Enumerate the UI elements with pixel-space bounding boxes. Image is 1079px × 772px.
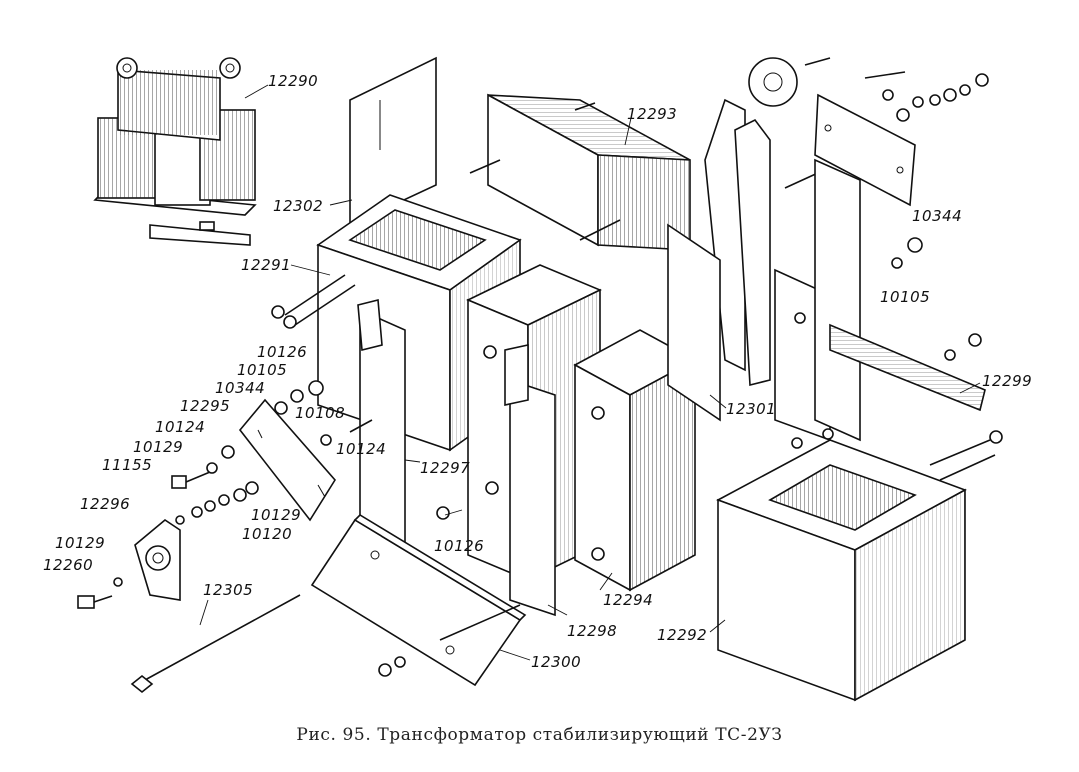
bracket-12298	[504, 344, 556, 617]
side-plate-12295	[238, 398, 336, 522]
label-12294: 12294	[603, 591, 654, 609]
label-10105-top: 10105	[237, 361, 288, 379]
label-10120: 10120	[242, 525, 293, 543]
label-10344-right: 10344	[912, 207, 963, 225]
label-10344-top: 10344	[215, 379, 266, 397]
label-12297: 12297	[420, 459, 471, 477]
label-10105-right: 10105	[880, 288, 931, 306]
washers-group	[113, 57, 989, 677]
flange-12296	[134, 519, 181, 601]
label-12260: 12260	[43, 556, 94, 574]
angle-bracket-12300	[310, 513, 527, 687]
assembled-transformer	[93, 57, 257, 246]
label-12302: 12302	[273, 197, 324, 215]
label-12290: 12290	[268, 72, 319, 90]
label-10124-left: 10124	[155, 418, 206, 436]
label-10129-left: 10129	[55, 534, 106, 552]
label-12293: 12293	[627, 105, 678, 123]
mounting-plate	[784, 93, 916, 207]
label-12299: 12299	[982, 372, 1033, 390]
label-10126-center: 10126	[434, 537, 485, 555]
core-block-12293	[469, 93, 691, 251]
label-12291: 12291	[241, 256, 292, 274]
label-10124-right: 10124	[336, 440, 387, 458]
laminated-core-12294-front	[573, 329, 697, 592]
bolt-11155	[171, 471, 211, 489]
label-12296: 12296	[80, 495, 131, 513]
label-10126-top: 10126	[257, 343, 308, 361]
label-12295: 12295	[180, 397, 231, 415]
figure-caption: Рис. 95. Трансформатор стабилизирующий Т…	[296, 725, 783, 745]
coil-12292	[716, 430, 1003, 702]
threaded-rod-12305	[130, 594, 301, 694]
label-12305: 12305	[203, 581, 254, 599]
label-11155: 11155	[102, 456, 153, 474]
label-10129-top: 10129	[133, 438, 184, 456]
label-12300: 12300	[531, 653, 582, 671]
label-10108: 10108	[295, 404, 346, 422]
angle-12299	[774, 158, 986, 449]
bolt-12260	[77, 595, 113, 609]
terminal-plate-12301-left	[667, 98, 746, 422]
leader-lines	[199, 84, 981, 661]
insulating-sheet-12302	[349, 56, 437, 227]
terminal-plate-12301-right	[734, 57, 798, 387]
label-12298: 12298	[567, 622, 618, 640]
label-12301: 12301	[726, 400, 777, 418]
label-12292: 12292	[657, 626, 708, 644]
label-10129-mid: 10129	[251, 506, 302, 524]
